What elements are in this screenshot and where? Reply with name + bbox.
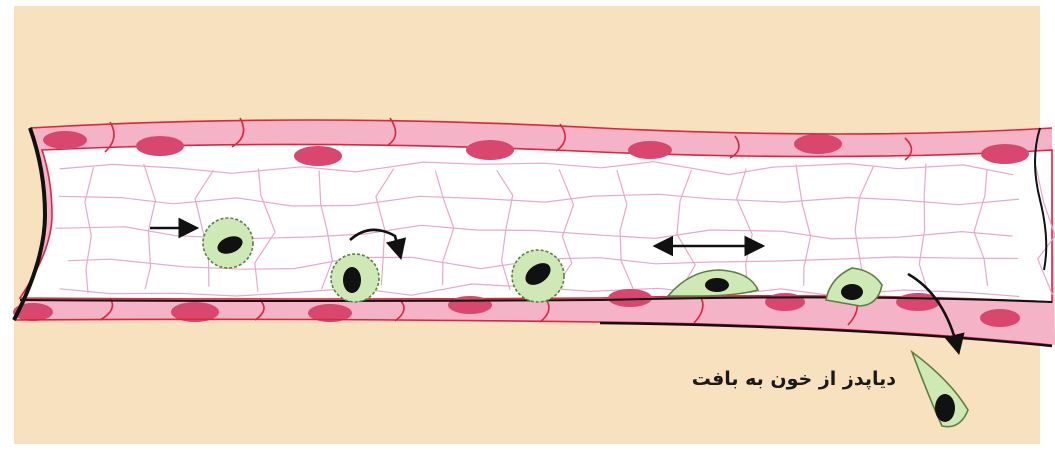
endothelial-nucleus [294, 146, 342, 166]
endothelial-nucleus [448, 296, 492, 314]
bottom-border [0, 444, 1055, 450]
left-border [0, 0, 14, 450]
endothelial-nucleus [794, 134, 842, 154]
diapedesis-caption: دیاپدز از خون به بافت [676, 368, 896, 390]
top-border [0, 0, 1055, 6]
leukocyte-3 [512, 250, 564, 302]
endothelial-nucleus [981, 144, 1029, 164]
endothelial-nucleus [608, 289, 652, 307]
endothelial-nucleus [466, 140, 514, 160]
endothelial-nucleus [628, 141, 672, 159]
endothelial-nucleus [980, 309, 1020, 327]
leukocyte-2 [331, 254, 379, 302]
endothelial-nucleus [43, 131, 87, 149]
leukocyte-1 [203, 218, 253, 268]
endothelial-nucleus [765, 293, 805, 311]
endothelial-nucleus [136, 136, 184, 156]
